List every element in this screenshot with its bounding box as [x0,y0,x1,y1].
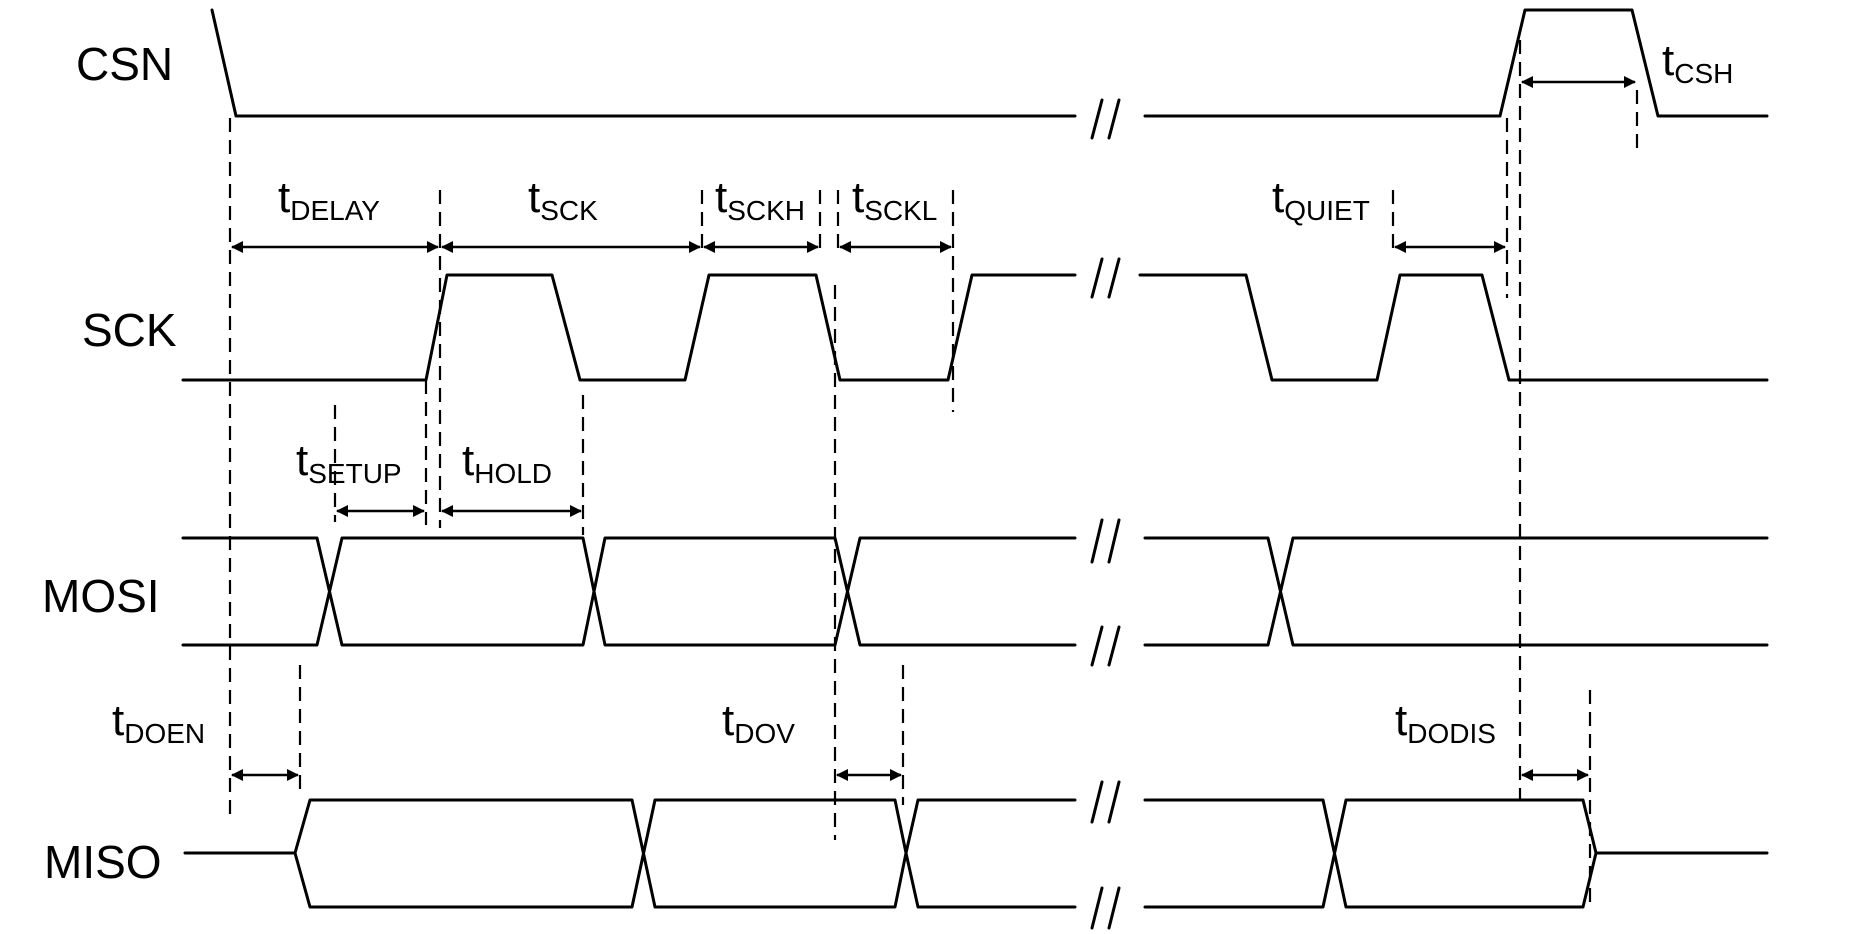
csn-waveform-right [1143,8,1769,118]
signal-label-csn: CSN [76,38,173,90]
sck-waveform-left [181,273,1077,382]
label-t-sckl: tSCKL [852,173,937,226]
label-t-sck: tSCK [528,173,598,226]
miso-waveform-right [1143,798,1769,909]
label-t-hold: tHOLD [462,436,552,489]
signal-label-miso: MISO [44,836,162,888]
label-t-delay: tDELAY [278,173,380,226]
csn-waveform-left [210,8,1077,118]
signal-label-mosi: MOSI [42,570,160,622]
sck-waveform-right [1138,273,1769,382]
label-t-quiet: tQUIET [1272,173,1370,226]
label-t-csh: tCSH [1662,36,1733,89]
label-t-dodis: tDODIS [1395,696,1496,749]
mosi-waveform-right [1143,536,1769,647]
label-t-dov: tDOV [722,696,795,749]
miso-waveform-left [183,798,1077,909]
label-t-doen: tDOEN [112,696,205,749]
signal-label-sck: SCK [82,304,177,356]
label-t-setup: tSETUP [296,436,402,489]
break-marks [1090,98,1121,930]
tick-lines [298,395,1592,905]
timing-arrows [231,76,1636,781]
guide-lines [228,40,1639,840]
label-t-sckh: tSCKH [715,173,805,226]
mosi-waveform-left [181,536,1077,647]
